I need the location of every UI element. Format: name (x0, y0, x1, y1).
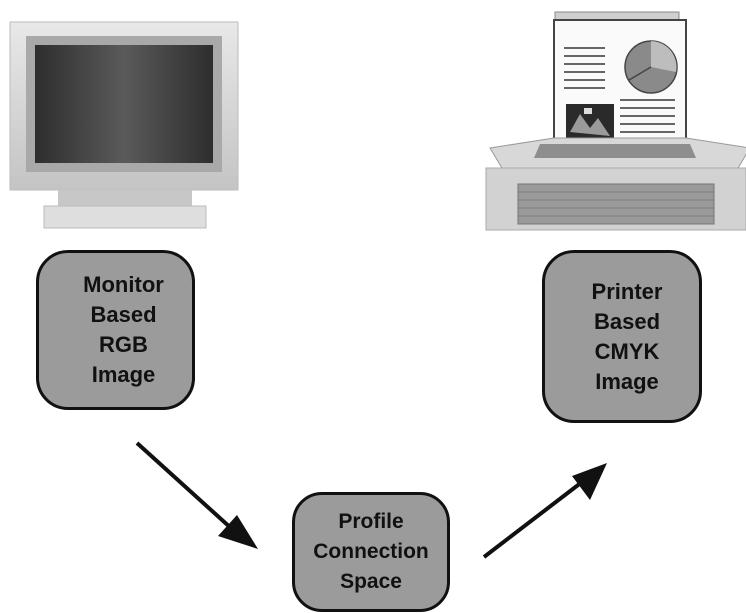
printer-box-line-1: Printer (591, 278, 663, 304)
monitor-box-line-1: Monitor (83, 272, 164, 297)
arrow-down-right-icon (135, 441, 258, 549)
monitor-box-line-4: Image (91, 362, 156, 387)
monitor-box-line-2: Based (90, 302, 157, 327)
printer-icon (485, 11, 746, 231)
printer-box-line-2: Based (593, 308, 661, 334)
pcs-box-line-2: Connection (313, 540, 429, 563)
monitor-rgb-box: Monitor Based RGB Image (36, 250, 195, 410)
arrow-up-right-icon (482, 463, 607, 559)
monitor-box-line-3: RGB (99, 332, 148, 357)
pcs-box-line-1: Profile (338, 510, 404, 533)
printer-cmyk-box: Printer Based CMYK Image (542, 250, 702, 423)
crt-monitor-icon (9, 21, 239, 229)
profile-connection-space-box: Profile Connection Space (292, 492, 450, 612)
printer-box-line-4: Image (595, 368, 659, 394)
printer-box-line-3: CMYK (594, 338, 660, 364)
pcs-box-line-3: Space (340, 570, 402, 593)
